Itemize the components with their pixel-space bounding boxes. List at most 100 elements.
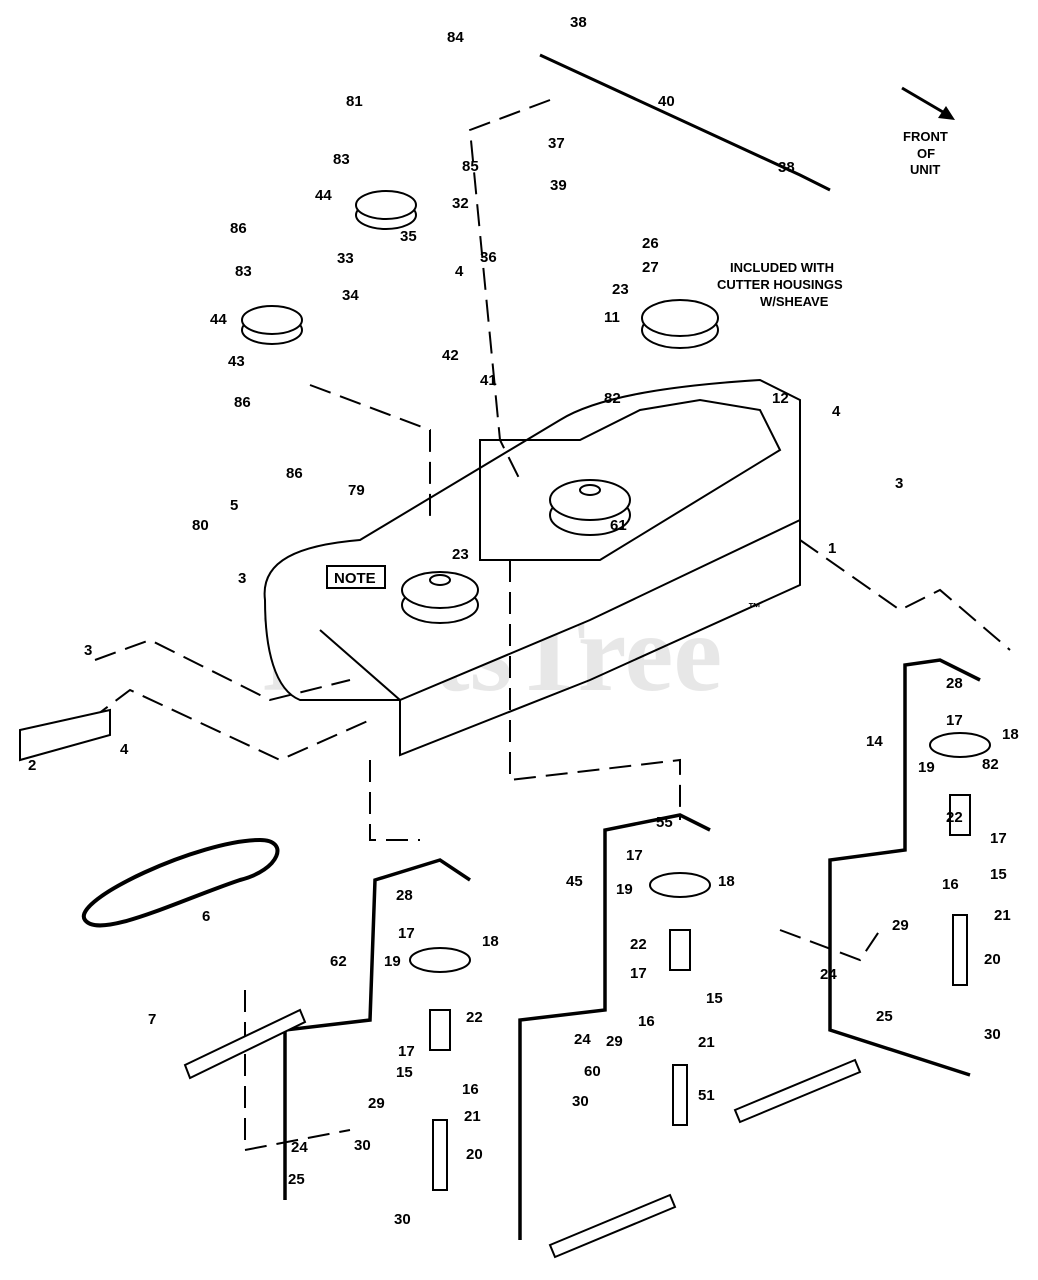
part-number-label: 62 <box>330 953 347 970</box>
part-number-label: 12 <box>772 390 789 407</box>
part-number-label: 21 <box>464 1108 481 1125</box>
part-number-label: 16 <box>638 1013 655 1030</box>
idler-pulley-44-lower <box>241 305 303 345</box>
part-number-label: 18 <box>718 873 735 890</box>
part-number-label: 36 <box>480 249 497 266</box>
spindle-assembly-right <box>929 732 991 986</box>
spindle-bracket-14 <box>828 658 981 1077</box>
note-box <box>326 565 386 589</box>
part-number-label: 30 <box>572 1093 589 1110</box>
part-number-label: 17 <box>990 830 1007 847</box>
part-number-label: 22 <box>466 1009 483 1026</box>
part-number-label: 86 <box>230 220 247 237</box>
part-number-label: 45 <box>566 873 583 890</box>
part-number-label: 22 <box>946 809 963 826</box>
part-number-label: 25 <box>876 1008 893 1025</box>
spindle-assembly-center <box>649 872 711 1126</box>
part-number-label: 11 <box>604 309 620 326</box>
front-label-line2: OF <box>917 146 935 161</box>
part-number-label: 17 <box>398 925 415 942</box>
part-number-label: 19 <box>918 759 935 776</box>
part-number-label: 61 <box>610 517 627 534</box>
spindle-bracket-45 <box>518 813 711 1240</box>
part-number-label: 4 <box>832 403 841 420</box>
part-number-label: 5 <box>230 497 238 514</box>
part-number-label: 44 <box>315 187 332 204</box>
part-number-label: 37 <box>548 135 565 152</box>
part-number-label: 28 <box>946 675 963 692</box>
part-number-label: 16 <box>942 876 959 893</box>
part-number-label: 18 <box>482 933 499 950</box>
blade-left <box>183 1008 307 1080</box>
part-number-label: 34 <box>342 287 359 304</box>
part-number-label: 22 <box>630 936 647 953</box>
part-number-label: 23 <box>612 281 629 298</box>
included-note-line1: INCLUDED WITH <box>730 260 834 275</box>
part-number-label: 20 <box>984 951 1001 968</box>
front-label-line1: FRONT <box>903 129 948 144</box>
pulley-61 <box>549 479 631 536</box>
part-number-label: 81 <box>346 93 363 110</box>
part-number-label: 38 <box>570 14 587 31</box>
part-number-label: 15 <box>396 1064 413 1081</box>
note-label: NOTE <box>334 570 376 587</box>
part-number-label: 17 <box>626 847 643 864</box>
part-number-label: 38 <box>778 159 795 176</box>
part-number-label: 18 <box>1002 726 1019 743</box>
part-number-label: 32 <box>452 195 469 212</box>
part-number-label: 19 <box>616 881 633 898</box>
spindle-assembly-left <box>409 947 471 1191</box>
part-number-label: 83 <box>235 263 252 280</box>
part-number-label: 26 <box>642 235 659 252</box>
included-note-line2: CUTTER HOUSINGS <box>717 277 843 292</box>
part-number-label: 24 <box>574 1031 591 1048</box>
part-number-label: 40 <box>658 93 675 110</box>
part-number-label: 1 <box>828 540 836 557</box>
part-number-label: 30 <box>984 1026 1001 1043</box>
idler-pulley-44-upper <box>355 190 417 230</box>
part-number-label: 16 <box>462 1081 479 1098</box>
part-number-label: 41 <box>480 372 497 389</box>
front-arrow-icon <box>901 86 955 120</box>
part-number-label: 3 <box>238 570 246 587</box>
part-number-label: 82 <box>604 390 621 407</box>
part-number-label: 17 <box>946 712 963 729</box>
part-number-label: 80 <box>192 517 209 534</box>
belt-6 <box>81 837 280 928</box>
part-number-label: 20 <box>466 1146 483 1163</box>
part-number-label: 85 <box>462 158 479 175</box>
part-number-label: 60 <box>584 1063 601 1080</box>
part-number-label: 25 <box>288 1171 305 1188</box>
part-number-label: 82 <box>982 756 999 773</box>
part-number-label: 29 <box>368 1095 385 1112</box>
part-number-label: 33 <box>337 250 354 267</box>
part-number-label: 7 <box>148 1011 156 1028</box>
part-number-label: 17 <box>630 965 647 982</box>
pulley-23-right <box>641 299 719 349</box>
part-number-label: 4 <box>120 741 129 758</box>
part-number-label: 27 <box>642 259 659 276</box>
part-number-label: 28 <box>396 887 413 904</box>
spindle-bracket-62 <box>283 858 471 1200</box>
part-number-label: 14 <box>866 733 883 750</box>
part-number-label: 17 <box>398 1043 415 1060</box>
bracket-2 <box>19 708 111 762</box>
part-number-label: 35 <box>400 228 417 245</box>
included-note-line3: W/SHEAVE <box>760 294 829 309</box>
part-number-label: 21 <box>698 1034 715 1051</box>
pulley-23-center <box>401 571 479 624</box>
front-label-line3: UNIT <box>910 162 940 177</box>
part-number-label: 51 <box>698 1087 715 1104</box>
cutter-deck <box>263 378 801 757</box>
part-number-label: 21 <box>994 907 1011 924</box>
part-number-label: 29 <box>892 917 909 934</box>
part-number-label: 44 <box>210 311 227 328</box>
part-number-label: 15 <box>990 866 1007 883</box>
part-number-label: 43 <box>228 353 245 370</box>
part-number-label: 3 <box>84 642 92 659</box>
part-number-label: 86 <box>286 465 303 482</box>
blade-center <box>548 1193 677 1259</box>
part-number-label: 29 <box>606 1033 623 1050</box>
part-number-label: 42 <box>442 347 459 364</box>
